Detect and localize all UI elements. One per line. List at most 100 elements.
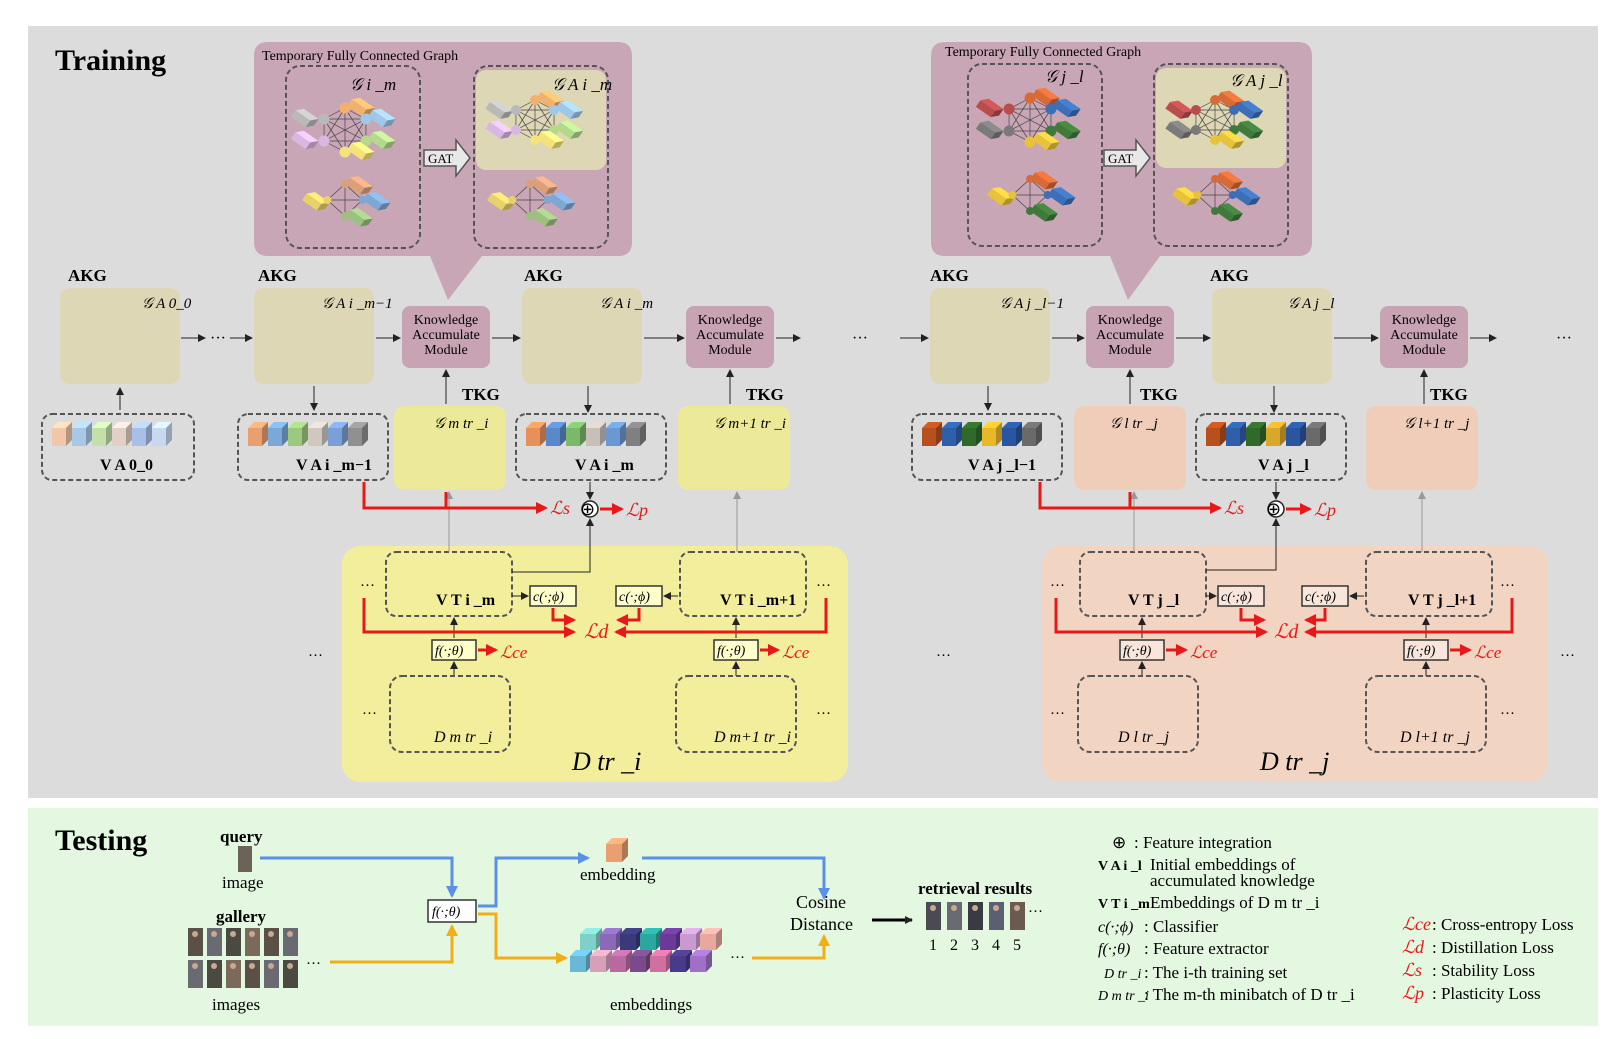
g-j-l-a-label: 𝒢 A j _l bbox=[1230, 71, 1283, 90]
embedding-block-side bbox=[106, 422, 112, 446]
graph-node bbox=[510, 125, 521, 135]
graph-box-g-j-l-a-bg bbox=[1156, 68, 1286, 168]
legend-sym-0: ⊕ bbox=[1112, 833, 1126, 852]
legend-desc-5: : The i-th training set bbox=[1144, 963, 1287, 982]
dtr-panel-i bbox=[342, 546, 848, 782]
embedding-block-face bbox=[1022, 428, 1036, 446]
test-extractor-box bbox=[427, 899, 477, 923]
legend-desc-3: : Classifier bbox=[1144, 917, 1218, 936]
embedding-block-face bbox=[580, 934, 596, 950]
embedding-block-top bbox=[112, 422, 132, 428]
embedding-block-face bbox=[1235, 121, 1255, 139]
loss-lines: ℒs ⊕ ℒp ℒs ⊕ ℒp ℒd ℒd bbox=[362, 482, 1514, 643]
embedding-block-face bbox=[152, 428, 166, 446]
embedding-block-side bbox=[570, 110, 584, 119]
loss-s-1: ℒs bbox=[550, 498, 570, 518]
vt-label-3: V T j _l bbox=[1128, 592, 1180, 609]
legend-sym-5: D tr _i bbox=[1103, 967, 1141, 982]
vt-box-3 bbox=[1079, 551, 1207, 617]
embedding-block-top bbox=[1219, 203, 1243, 215]
tfcg-callout-j: Temporary Fully Connected Graph GAT 𝒢 j … bbox=[931, 42, 1312, 300]
vt-box-4 bbox=[1365, 551, 1493, 617]
tkg-box-3 bbox=[1074, 406, 1186, 490]
embedding-block-face bbox=[1215, 172, 1235, 190]
retrieval-image-head bbox=[1014, 905, 1020, 911]
gat-label-i: GAT bbox=[428, 151, 453, 166]
embedding-block-face bbox=[640, 934, 656, 950]
graph-feature-block bbox=[290, 108, 319, 128]
kam-box-2 bbox=[686, 306, 774, 368]
graph-box-g-j-l bbox=[967, 63, 1103, 247]
tkg-box-2 bbox=[678, 406, 790, 490]
graph-feature-block bbox=[367, 108, 396, 128]
graph-node bbox=[1045, 125, 1057, 137]
va-box-1 bbox=[237, 413, 389, 481]
embedding-block-face bbox=[670, 956, 686, 972]
vt-label-2: V T i _m+1 bbox=[720, 592, 796, 609]
graph-node bbox=[339, 102, 351, 114]
embedding-block-side bbox=[1044, 213, 1058, 222]
legend-desc-6: : The m-th minibatch of D tr _i bbox=[1144, 985, 1355, 1004]
legend-loss-desc-3: : Plasticity Loss bbox=[1432, 984, 1541, 1003]
tfcg-title-i: Temporary Fully Connected Graph bbox=[262, 49, 458, 64]
embedding-block-face bbox=[650, 956, 666, 972]
dtr-panel-j bbox=[1042, 546, 1548, 782]
training-title: Training bbox=[55, 44, 166, 77]
embedding-block-face bbox=[606, 844, 622, 862]
embedding-block-top bbox=[1057, 120, 1081, 133]
gallery-image-head bbox=[268, 963, 274, 969]
embedding-block-top bbox=[1052, 187, 1076, 199]
embedding-block-face bbox=[1226, 428, 1240, 446]
gallery-image bbox=[207, 928, 222, 956]
extractor-label-4: f(·;θ) bbox=[1407, 644, 1436, 659]
embedding-block-side bbox=[1016, 422, 1022, 446]
embedding-block-face bbox=[1172, 188, 1192, 206]
embedding-block-face bbox=[1032, 89, 1052, 107]
embedding-block-face bbox=[700, 934, 716, 950]
embedding-block-side bbox=[166, 422, 172, 446]
kam-box-3 bbox=[1086, 306, 1174, 368]
retrieval-image-head bbox=[930, 905, 936, 911]
embedding-block-top bbox=[680, 928, 702, 934]
tkg-box-1 bbox=[394, 406, 506, 490]
legend-sym-4: f(·;θ) bbox=[1098, 941, 1130, 958]
akg-g-4: 𝒢 A j _l bbox=[1288, 296, 1334, 312]
embedding-block-face bbox=[132, 428, 146, 446]
graph-edge bbox=[323, 118, 346, 153]
gallery-images bbox=[188, 928, 298, 988]
embedding-block-side bbox=[1229, 181, 1243, 190]
embedding-block-top bbox=[650, 950, 672, 956]
embedding-block-face bbox=[328, 428, 342, 446]
embedding-block-top bbox=[1286, 422, 1306, 428]
gallery-image-head bbox=[192, 931, 198, 937]
loss-ce-3: ℒce bbox=[1190, 643, 1218, 662]
embedding-block-face bbox=[112, 428, 126, 446]
embedding-block-face bbox=[485, 102, 505, 119]
va-row: V A 0_0 V A i _m−1 V A i _m V A j _l−1 V… bbox=[41, 413, 1347, 481]
va-box-3 bbox=[911, 413, 1063, 481]
akg-g-1: 𝒢 A i _m−1 bbox=[322, 296, 393, 312]
graph-node bbox=[1210, 135, 1220, 145]
tkg-label-1: TKG bbox=[462, 385, 500, 404]
embedding-block-face bbox=[566, 428, 580, 446]
embedding-block-top bbox=[640, 928, 662, 934]
oplus-2: ⊕ bbox=[1266, 499, 1281, 519]
retrieval-image bbox=[926, 902, 941, 930]
tkg-g-4: 𝒢 l+1 tr _j bbox=[1404, 416, 1469, 432]
kam-label-4-line-2: Accumulate bbox=[1390, 328, 1458, 343]
classifier-label-1: c(·;ϕ) bbox=[533, 590, 564, 605]
graph-node bbox=[339, 146, 351, 158]
embedding-block-top bbox=[980, 98, 1004, 111]
tkg-g-3: 𝒢 l tr _j bbox=[1110, 416, 1158, 432]
embedding-block-side bbox=[600, 422, 606, 446]
rank-2: 2 bbox=[950, 937, 958, 954]
minibatch-label-1: D m tr _i bbox=[433, 729, 492, 746]
kam-label-3-line-2: Accumulate bbox=[1096, 328, 1164, 343]
graph-feature-block bbox=[485, 100, 514, 119]
tkg-box-4 bbox=[1366, 406, 1478, 490]
embedding-block-side bbox=[1250, 110, 1264, 119]
extractor-box-4 bbox=[1403, 639, 1449, 661]
akg-box-3 bbox=[930, 288, 1050, 384]
embedding-block-top bbox=[606, 838, 628, 844]
akg-row: AKG AKG AKG AKG AKG 𝒢 A 0_0 𝒢 A i _m−1 𝒢… bbox=[60, 266, 1572, 413]
